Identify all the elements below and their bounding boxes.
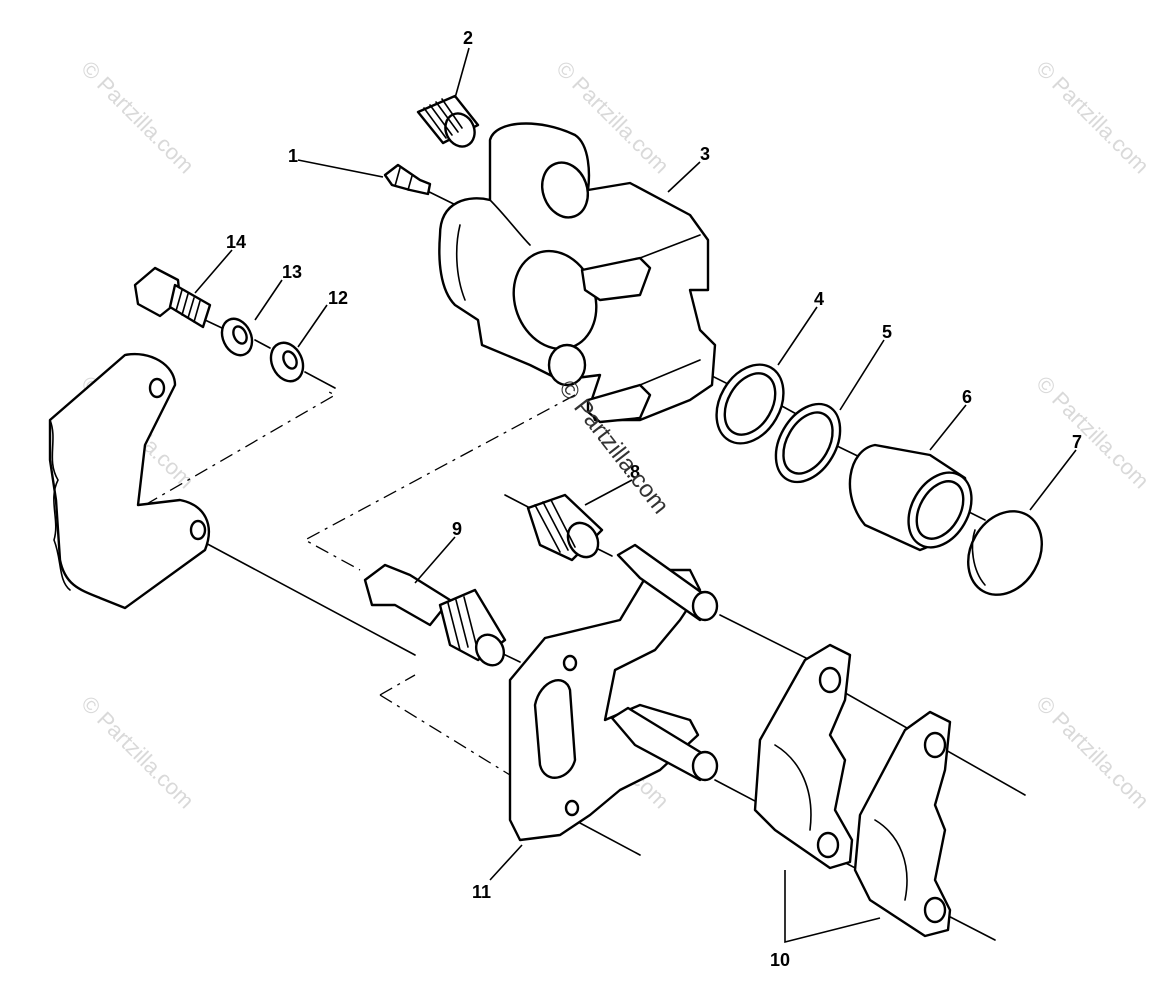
part-2-plug — [416, 94, 480, 148]
callout-labels: 1 2 3 4 5 6 7 8 9 10 11 12 13 14 — [226, 28, 1082, 970]
part-9-slide-pin — [363, 563, 507, 667]
part-6-piston — [848, 443, 973, 552]
callout-1: 1 — [288, 146, 298, 166]
callout-14: 14 — [226, 232, 246, 252]
callout-7: 7 — [1072, 432, 1082, 452]
watermark-text: © Partzilla.com — [76, 691, 199, 814]
part-7-cap — [967, 510, 1043, 596]
callout-5: 5 — [882, 322, 892, 342]
part-10-brake-pads — [753, 643, 952, 938]
callout-9: 9 — [452, 519, 462, 539]
callout-2: 2 — [463, 28, 473, 48]
watermark-text: © Partzilla.com — [1031, 371, 1154, 494]
watermark-text: © Partzilla.com — [1031, 56, 1154, 179]
leader-lines — [194, 47, 1077, 944]
callout-13: 13 — [282, 262, 302, 282]
watermark-text: © Partzilla.com — [1031, 691, 1154, 814]
watermark-text: © Partzilla.com — [76, 56, 199, 179]
callout-8: 8 — [630, 462, 640, 482]
frame-mounting-bracket — [48, 352, 210, 610]
part-8-boot — [526, 493, 604, 562]
callout-4: 4 — [814, 289, 824, 309]
part-13-lock-washer — [220, 317, 254, 357]
part-4-seal — [715, 363, 785, 445]
part-11-caliper-bracket — [508, 543, 719, 842]
callout-10: 10 — [770, 950, 790, 970]
part-12-washer — [269, 341, 305, 383]
callout-11: 11 — [472, 882, 491, 902]
part-14-bolt — [133, 266, 212, 329]
callout-12: 12 — [328, 288, 348, 308]
callout-3: 3 — [700, 144, 710, 164]
part-5-seal — [774, 402, 842, 484]
part-3-caliper-body — [438, 122, 717, 424]
callout-6: 6 — [962, 387, 972, 407]
part-1-bleeder-screw — [383, 163, 432, 196]
